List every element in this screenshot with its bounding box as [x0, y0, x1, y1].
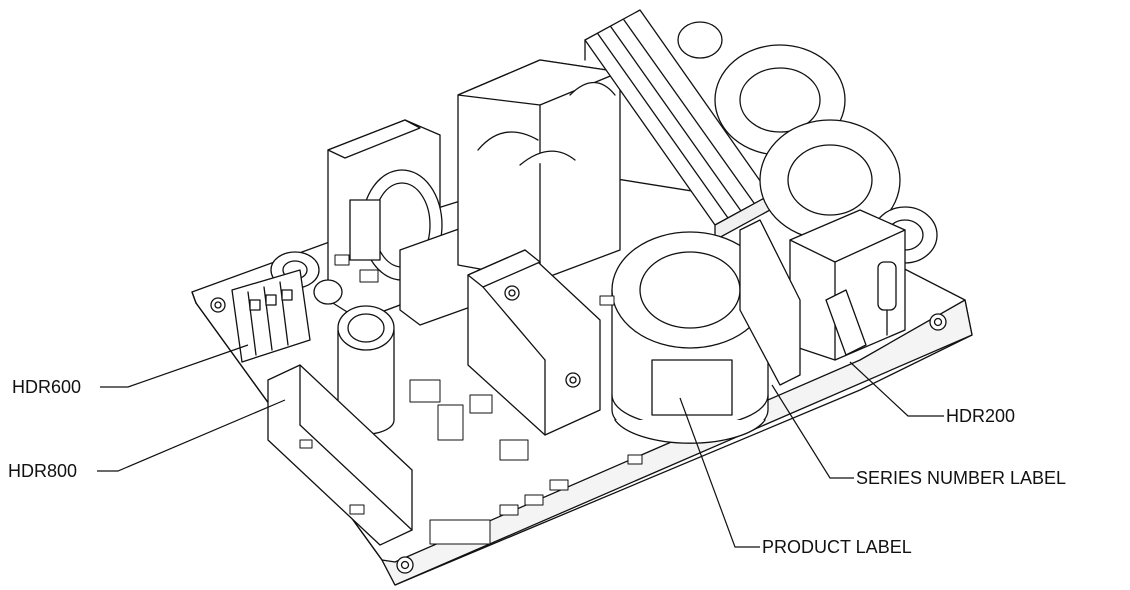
- mosfet-heat-sink: [467, 249, 601, 436]
- leader-hdr200: [849, 361, 944, 417]
- label-hdr600: HDR600: [12, 377, 82, 397]
- left-transformer: [327, 119, 491, 326]
- label-hdr800: HDR800: [8, 461, 78, 481]
- terminal-block: [231, 269, 311, 363]
- label-series-number: SERIES NUMBER LABEL: [856, 468, 1067, 488]
- bulk-capacitor: [611, 231, 769, 444]
- leader-series-number: [771, 384, 854, 479]
- connector-cards: [267, 219, 867, 546]
- emi-filter: [789, 209, 906, 361]
- small-components: [299, 254, 643, 545]
- leader-hdr800: [97, 399, 286, 472]
- label-product: PRODUCT LABEL: [762, 537, 912, 557]
- mounting-holes: [210, 297, 947, 574]
- label-hdr200: HDR200: [946, 406, 1016, 426]
- center-transformer: [457, 59, 621, 281]
- leader-product: [679, 397, 760, 548]
- leader-hdr600: [100, 344, 249, 388]
